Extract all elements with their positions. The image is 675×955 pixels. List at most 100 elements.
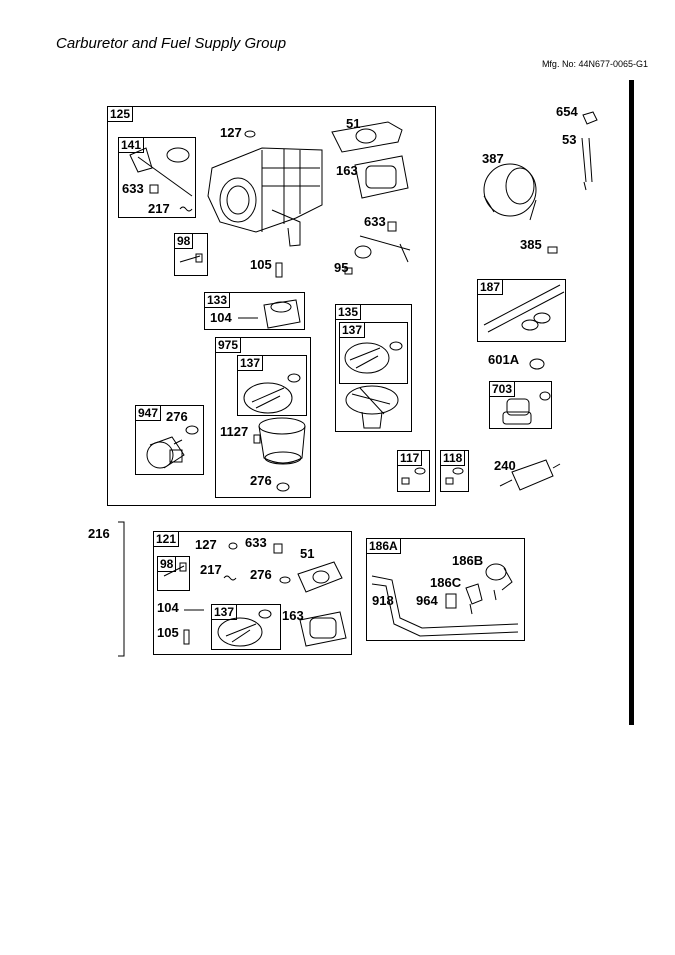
label-601a: 601A (488, 352, 520, 367)
label-163-kit: 163 (282, 608, 304, 623)
part-137-gasket-kit-c (218, 610, 271, 646)
part-117-washer (415, 468, 425, 474)
part-633-bushing (150, 185, 158, 193)
label-654: 654 (556, 104, 578, 119)
group-box-125 (107, 106, 436, 506)
tag-186a: 186A (366, 538, 401, 554)
part-276-washer-kit (280, 577, 290, 583)
label-964: 964 (416, 593, 438, 608)
tag-187: 187 (477, 279, 504, 295)
group-box-137-in-121 (211, 604, 281, 650)
label-105: 105 (250, 257, 272, 272)
label-127-kit: 127 (195, 537, 217, 552)
label-163: 163 (336, 163, 358, 178)
part-703-clamp (503, 392, 550, 424)
tag-98-in-121: 98 (157, 556, 177, 572)
part-95-screw (345, 268, 352, 274)
tag-135: 135 (335, 304, 362, 320)
part-187-fuel-hose (484, 285, 564, 332)
label-276-kit: 276 (250, 567, 272, 582)
part-240-fuel-filter (500, 460, 560, 490)
part-385-screw (548, 247, 557, 253)
label-127: 127 (220, 125, 242, 140)
label-53: 53 (562, 132, 577, 147)
part-98-screw-kit (164, 563, 186, 576)
tag-121: 121 (153, 531, 180, 547)
label-104-kit: 104 (157, 600, 179, 615)
part-975-float-bowl (259, 418, 305, 464)
tag-118: 118 (440, 450, 466, 466)
label-633-kit: 633 (245, 535, 267, 550)
label-240: 240 (494, 458, 516, 473)
label-51-kit: 51 (300, 546, 315, 561)
label-104: 104 (210, 310, 232, 325)
part-387-fuel-pump (484, 164, 536, 220)
group-box-121 (153, 531, 352, 655)
part-186b-valve (486, 564, 512, 600)
part-125-carburetor-body (208, 148, 322, 246)
part-217-spring-kit (224, 576, 236, 580)
part-51-gasket (332, 122, 402, 152)
margin-rule (629, 80, 634, 725)
tag-137-in-135: 137 (339, 322, 366, 338)
part-118-washer (453, 468, 463, 474)
part-964-clamp (446, 594, 456, 608)
part-141-choke-shaft (130, 148, 192, 196)
part-216-bracket (118, 522, 124, 656)
part-1127-screw (254, 435, 260, 443)
part-117-screw (402, 478, 409, 484)
label-385: 385 (520, 237, 542, 252)
part-53-fuel-line (582, 138, 592, 190)
label-217: 217 (148, 201, 170, 216)
label-51: 51 (346, 116, 361, 131)
label-105-kit: 105 (157, 625, 179, 640)
part-throttle-shaft (355, 236, 410, 262)
part-127-washer (245, 131, 255, 137)
part-276-washer (277, 483, 289, 491)
tag-947: 947 (135, 405, 162, 421)
group-box-947 (135, 405, 204, 475)
tag-137-in-975: 137 (237, 355, 264, 371)
part-137-gasket-kit-b (244, 374, 300, 413)
part-163-gasket (355, 156, 408, 198)
group-box-703 (489, 381, 552, 429)
label-387: 387 (482, 151, 504, 166)
label-186b: 186B (452, 553, 484, 568)
part-51-gasket-kit (298, 562, 342, 592)
label-276-b: 276 (250, 473, 272, 488)
page-title: Carburetor and Fuel Supply Group (56, 35, 287, 52)
label-918: 918 (372, 593, 394, 608)
group-box-135 (335, 304, 412, 432)
group-box-133 (204, 292, 305, 330)
part-105-screw-kit (184, 630, 189, 644)
tag-117: 117 (397, 450, 423, 466)
part-186c-fitting (466, 584, 482, 614)
label-95: 95 (334, 260, 349, 275)
label-1127: 1127 (220, 424, 249, 439)
part-633-bushing-2 (388, 222, 396, 231)
part-163-gasket-kit (300, 612, 346, 646)
group-box-975 (215, 337, 311, 498)
tag-137-in-121: 137 (211, 604, 238, 620)
group-box-137-in-135 (339, 322, 408, 384)
part-947-solenoid (147, 437, 184, 468)
part-601a-clamp (530, 359, 544, 369)
label-633-b: 633 (364, 214, 386, 229)
tag-98: 98 (174, 233, 194, 249)
part-135-float-bowl (346, 386, 398, 428)
group-box-186a (366, 538, 525, 641)
label-216: 216 (88, 526, 110, 541)
group-box-137-in-975 (237, 355, 307, 416)
tag-133: 133 (204, 292, 231, 308)
label-276: 276 (166, 409, 188, 424)
tag-703: 703 (489, 381, 516, 397)
part-137-gasket-kit-a (345, 342, 402, 373)
part-633-bushing-kit (274, 544, 282, 553)
part-118-screw (446, 478, 453, 484)
label-633: 633 (122, 181, 144, 196)
tag-975: 975 (215, 337, 242, 353)
group-box-187 (477, 279, 566, 342)
group-box-141 (118, 137, 196, 218)
part-133-float (264, 300, 300, 328)
